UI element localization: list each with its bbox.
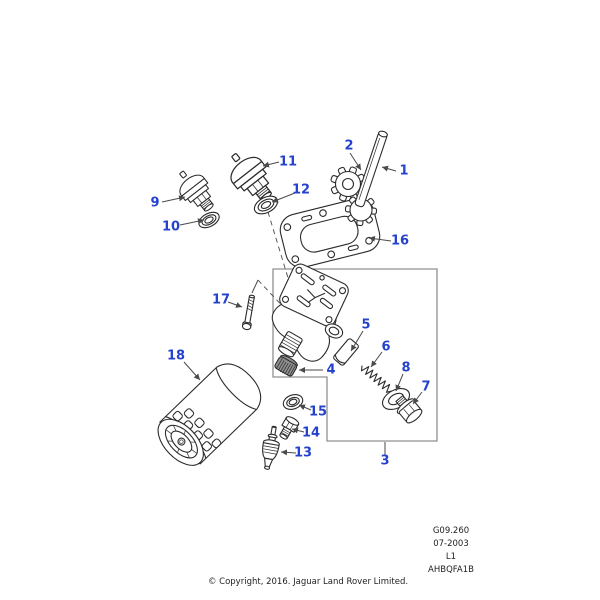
part-6-spring [360, 365, 392, 393]
callout-15[interactable]: 15 [308, 404, 328, 420]
part-7-bolt [395, 395, 423, 424]
callout-11[interactable]: 11 [278, 154, 298, 170]
callout-10[interactable]: 10 [161, 219, 181, 235]
callout-13[interactable]: 13 [293, 445, 313, 461]
callout-6[interactable]: 6 [381, 339, 391, 355]
alignment-line-bolt17-a [251, 279, 259, 294]
callout-3[interactable]: 3 [380, 453, 390, 469]
drawing-number: G09.260 [432, 526, 470, 536]
part-15-washer [282, 394, 304, 410]
part-4-plug [274, 354, 298, 377]
part-5-plunger [333, 338, 359, 366]
part-9-pressure-switch [179, 170, 214, 212]
callout-5[interactable]: 5 [361, 317, 371, 333]
drawing-date: 07-2003 [433, 539, 469, 549]
part-3-assembly-box [272, 268, 438, 442]
callout-9[interactable]: 9 [150, 195, 160, 211]
callout-14[interactable]: 14 [301, 425, 321, 441]
callout-2[interactable]: 2 [344, 138, 354, 154]
copyright-text: © Copyright, 2016. Jaguar Land Rover Lim… [207, 577, 409, 587]
oil-pump-body [271, 263, 349, 362]
callout-17[interactable]: 17 [211, 292, 231, 308]
drawing-code: AHBQFA1B [428, 565, 474, 575]
callout-1[interactable]: 1 [399, 163, 409, 179]
callout-7[interactable]: 7 [421, 379, 431, 395]
callout-16[interactable]: 16 [390, 233, 410, 249]
part-14-plug [279, 416, 300, 440]
callout-4[interactable]: 4 [326, 362, 336, 378]
drawing-reference-block: G09.260 07-2003 L1 AHBQFA1B [428, 525, 474, 577]
drawing-sheet: L1 [445, 552, 457, 562]
part-17-bolt [241, 294, 255, 331]
callout-18[interactable]: 18 [166, 348, 186, 364]
part-13-valve [262, 425, 280, 470]
leader-lines [161, 152, 423, 456]
callout-8[interactable]: 8 [401, 360, 411, 376]
part-10-washer [198, 211, 220, 229]
callout-12[interactable]: 12 [291, 182, 311, 198]
part-1-shaft [354, 130, 388, 208]
part-18-oil-filter [157, 363, 262, 466]
